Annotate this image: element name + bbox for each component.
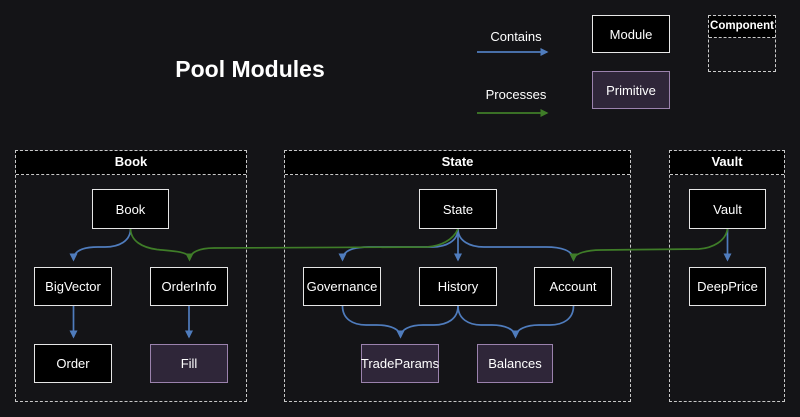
node-governance: Governance <box>303 267 381 306</box>
cluster-state-title: State <box>285 151 630 175</box>
node-state: State <box>419 189 497 229</box>
legend-contains-label: Contains <box>490 29 542 44</box>
legend-processes-label: Processes <box>485 87 547 102</box>
legend-component-label: Component <box>709 16 775 38</box>
cluster-book: Book <box>15 150 247 402</box>
edge-book-orderinfo <box>129 228 191 258</box>
node-vault: Vault <box>689 189 766 229</box>
edge-governance-tradeparams <box>341 305 405 339</box>
node-deepprice: DeepPrice <box>689 267 766 306</box>
edge-state-account <box>457 228 578 262</box>
edge-account-balances <box>511 305 575 339</box>
edge-state-orderinfo <box>185 228 459 262</box>
page-title: Pool Modules <box>175 56 325 82</box>
node-balances: Balances <box>477 344 553 383</box>
cluster-vault: Vault <box>669 150 785 402</box>
edge-history-balances <box>457 305 520 339</box>
edge-book-bigvector <box>69 228 132 262</box>
legend-component-sample: Component <box>708 15 776 72</box>
legend-module-sample: Module <box>592 15 670 53</box>
legend-module-label: Module <box>609 26 653 42</box>
node-bigvector: BigVector <box>34 267 112 306</box>
node-order: Order <box>34 344 112 383</box>
legend-primitive-label: Primitive <box>606 82 656 98</box>
node-book: Book <box>92 189 169 229</box>
cluster-book-title: Book <box>16 151 246 175</box>
cluster-vault-title: Vault <box>670 151 784 175</box>
cluster-state: State <box>284 150 631 402</box>
legend-primitive-sample: Primitive <box>592 71 670 109</box>
node-fill: Fill <box>150 344 228 383</box>
node-tradeparams: TradeParams <box>361 344 439 383</box>
node-account: Account <box>534 267 612 306</box>
node-history: History <box>419 267 497 306</box>
node-orderinfo: OrderInfo <box>150 267 228 306</box>
edge-vault-account <box>569 228 729 262</box>
edge-history-tradeparams <box>396 305 459 339</box>
